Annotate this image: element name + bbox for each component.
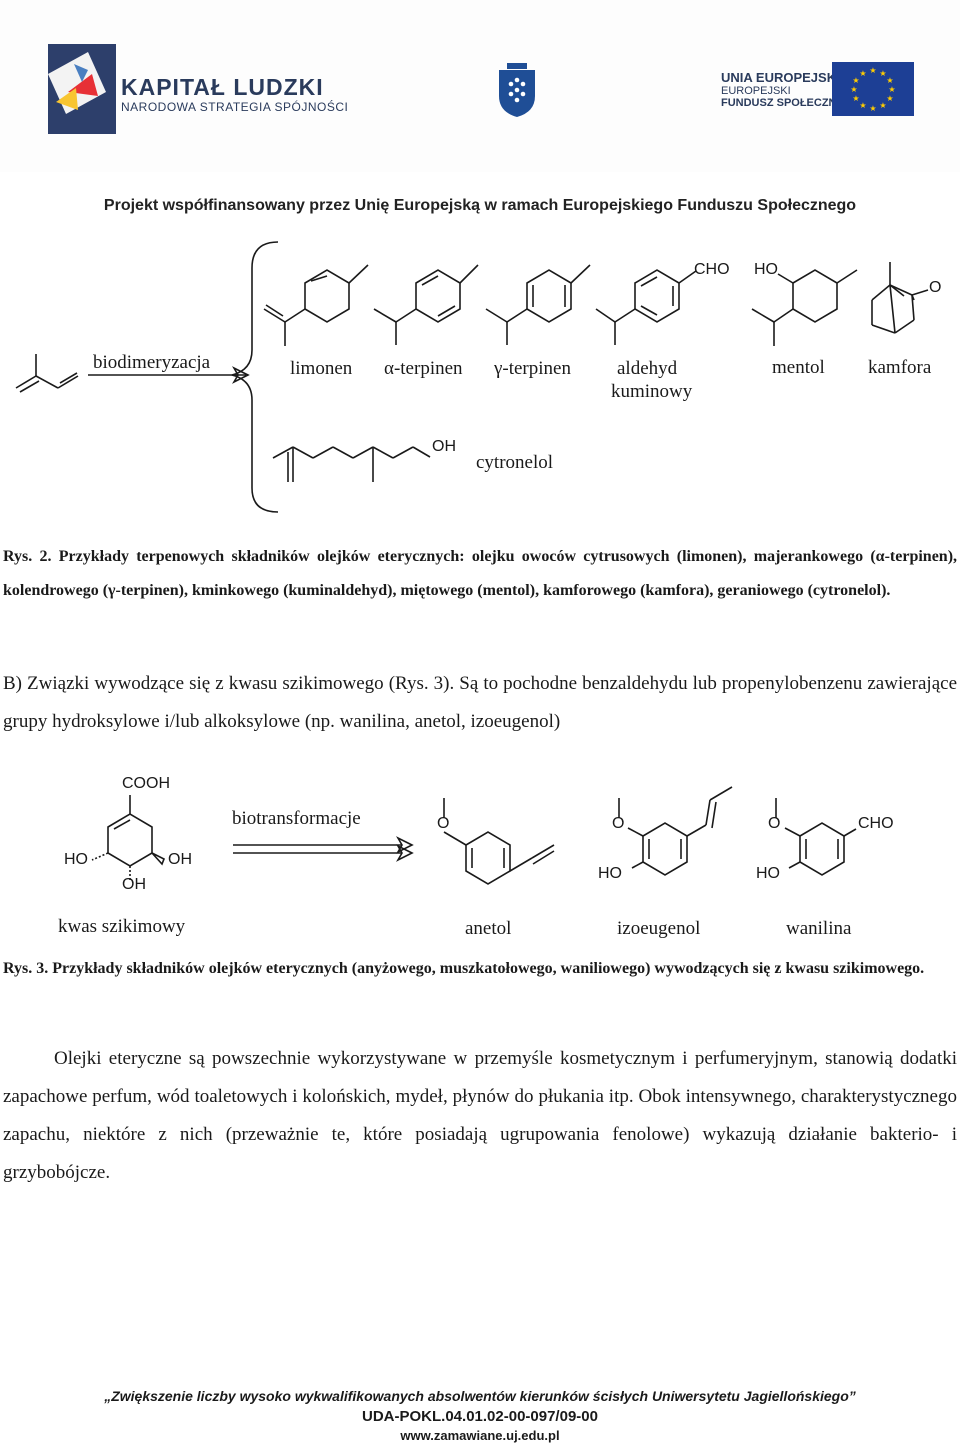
kwas-ho-atom: HO (64, 851, 88, 868)
kapital-ludzki-subtitle: NARODOWA STRATEGIA SPÓJNOŚCI (121, 100, 349, 114)
eu-subtitle-1: EUROPEJSKI (721, 85, 791, 97)
biodimeryzacja-arrow (88, 366, 250, 384)
svg-text:★: ★ (888, 85, 895, 94)
izoeugenol-molecule (618, 786, 733, 876)
biotransformacje-label: biotransformacje (232, 808, 361, 829)
kwas-szikimowy-molecule (91, 795, 166, 880)
svg-text:★: ★ (859, 69, 866, 78)
svg-text:★: ★ (886, 76, 893, 85)
svg-text:★: ★ (852, 94, 859, 103)
cytronelol-oh-atom: OH (432, 438, 456, 455)
figure2-caption: Rys. 2. Przykłady terpenowych składników… (3, 540, 957, 608)
figure2-caption-lead: Rys. 2. (3, 548, 52, 565)
alpha-terpinen-molecule (373, 264, 479, 345)
gamma-terpinen-label: γ-terpinen (494, 358, 571, 379)
kamfora-molecule (871, 262, 929, 334)
eu-subtitle-2: FUNDUSZ SPOŁECZNY (721, 97, 844, 109)
mentol-label: mentol (772, 357, 825, 378)
biotransformacje-arrow (233, 836, 414, 862)
izoeugenol-o-atom: O (612, 815, 625, 832)
cytronelol-label: cytronelol (476, 452, 554, 473)
figure3-caption-lead: Rys. 3. (3, 960, 49, 977)
project-line: Projekt współfinansowany przez Unię Euro… (103, 197, 857, 214)
anetol-o-atom: O (437, 815, 450, 832)
wanilina-ho-atom: HO (756, 865, 780, 882)
svg-text:★: ★ (869, 104, 876, 113)
svg-text:★: ★ (886, 94, 893, 103)
aldehyd-label-line1: aldehyd (617, 358, 678, 379)
biodimeryzacja-label: biodimeryzacja (93, 352, 211, 373)
body-paragraph: Olejki eteryczne są powszechnie wykorzys… (3, 1048, 957, 1183)
kamfora-label: kamfora (868, 357, 932, 378)
gamma-terpinen-molecule (485, 264, 591, 345)
eu-flag: ★★★ ★★★ ★★★ ★★★ (832, 62, 914, 116)
mentol-ho-atom: HO (754, 261, 778, 278)
svg-text:★: ★ (850, 85, 857, 94)
wanilina-molecule (775, 798, 857, 876)
mentol-molecule (751, 269, 858, 346)
isoprene-molecule (15, 354, 79, 393)
izoeugenol-ho-atom: HO (598, 865, 622, 882)
svg-text:★: ★ (869, 66, 876, 75)
kwas-oh-atom-bottom: OH (122, 876, 146, 893)
wanilina-cho-atom: CHO (858, 815, 894, 832)
figure3-structures (91, 786, 857, 885)
bracket (231, 241, 279, 513)
footer-project-title: „Zwiększenie liczby wysoko wykwalifikowa… (104, 1388, 856, 1404)
svg-text:★: ★ (859, 101, 866, 110)
figure3-caption: Rys. 3. Przykłady składników olejków ete… (3, 953, 957, 984)
kamfora-o-atom: O (929, 279, 942, 296)
limonen-label: limonen (290, 358, 353, 379)
figure2-structures (15, 241, 929, 513)
aldehyd-cho-atom: CHO (694, 261, 730, 278)
svg-text:★: ★ (879, 101, 886, 110)
uj-logo (499, 63, 535, 117)
eu-title: UNIA EUROPEJSKA (721, 70, 846, 85)
footer-project-code: UDA-POKL.04.01.02-00-097/09-00 (362, 1408, 598, 1425)
svg-text:★: ★ (852, 76, 859, 85)
aldehyd-label-line2: kuminowy (611, 381, 693, 402)
wanilina-label: wanilina (786, 918, 852, 939)
figure3-caption-text: Przykłady składników olejków eterycznych… (52, 960, 925, 977)
cytronelol-molecule (272, 446, 431, 482)
wanilina-o-atom: O (768, 815, 781, 832)
kapital-ludzki-logo (48, 44, 116, 134)
kwas-cooh-atom: COOH (122, 775, 170, 792)
kapital-ludzki-title: KAPITAŁ LUDZKI (121, 74, 324, 100)
alpha-terpinen-label: α-terpinen (384, 358, 463, 379)
figure2-caption-text: Przykłady terpenowych składników olejków… (3, 548, 958, 599)
anetol-label: anetol (465, 918, 512, 939)
section-b-text: B) Związki wywodzące się z kwasu szikimo… (3, 673, 957, 732)
izoeugenol-label: izoeugenol (617, 918, 701, 939)
aldehyd-kuminowy-molecule (595, 269, 697, 345)
header-bar (0, 0, 960, 172)
limonen-molecule (263, 264, 369, 346)
svg-text:★: ★ (879, 69, 886, 78)
anetol-molecule (443, 798, 555, 885)
footer-url[interactable]: www.zamawiane.uj.edu.pl (400, 1428, 560, 1443)
kwas-szikimowy-label: kwas szikimowy (58, 916, 186, 937)
kwas-oh-atom-right: OH (168, 851, 192, 868)
